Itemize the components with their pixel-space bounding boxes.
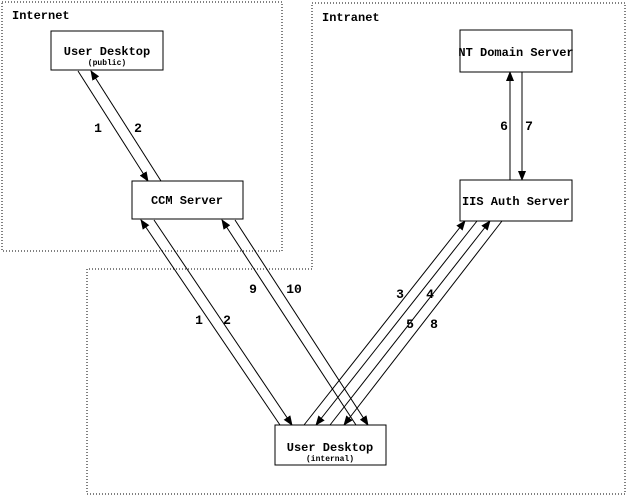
edge-label-2-bottom: 2 (223, 313, 231, 328)
node-iis-auth-server-box (459, 179, 573, 222)
edge-4-iis-to-internal-desktop (315, 220, 478, 426)
edge-label-7: 7 (525, 119, 533, 134)
edge-9-internal-desktop-to-ccm (221, 219, 357, 426)
node-user-desktop-internal-title: User Desktop (287, 441, 373, 455)
edge-8-iis-to-internal-desktop (343, 220, 503, 426)
node-user-desktop-internal: User Desktop (internal) (274, 424, 387, 466)
edge-5-internal-desktop-to-iis (329, 220, 491, 426)
node-iis-auth-server: IIS Auth Server (459, 179, 573, 222)
edge-label-1-bottom: 1 (195, 313, 203, 328)
node-user-desktop-public-box (50, 30, 164, 71)
edge-label-10: 10 (286, 282, 302, 297)
edge-1-public-desktop-to-ccm (77, 70, 149, 182)
edge-label-6: 6 (500, 119, 508, 134)
node-nt-domain-server-title: NT Domain Server (458, 46, 573, 60)
node-user-desktop-public: User Desktop (public) (50, 30, 164, 71)
node-nt-domain-server: NT Domain Server (458, 29, 574, 73)
edge-label-1-top: 1 (94, 121, 102, 136)
intranet-zone-label: Intranet (322, 11, 380, 25)
edge-label-2-top: 2 (134, 121, 142, 136)
node-user-desktop-internal-subtitle: (internal) (306, 455, 354, 464)
edge-2-ccm-to-internal-desktop (153, 219, 293, 426)
node-user-desktop-public-subtitle: (public) (88, 59, 126, 68)
node-ccm-server-box (131, 180, 244, 220)
node-user-desktop-internal-box (274, 424, 387, 466)
internet-zone-label: Internet (12, 9, 70, 23)
edge-3-internal-desktop-to-iis (303, 220, 466, 426)
node-iis-auth-server-title: IIS Auth Server (462, 195, 570, 209)
node-nt-domain-server-box (459, 29, 573, 73)
edge-label-4: 4 (426, 287, 434, 302)
edge-label-9: 9 (249, 282, 257, 297)
edge-2-ccm-to-public-desktop (90, 70, 162, 182)
edge-10-ccm-to-internal-desktop (234, 219, 369, 426)
node-user-desktop-public-title: User Desktop (64, 45, 150, 59)
node-ccm-server-title: CCM Server (151, 194, 223, 208)
edge-label-5: 5 (406, 317, 414, 332)
intranet-zone-outline (86, 2, 626, 495)
edge-label-8: 8 (430, 317, 438, 332)
internet-zone-outline (1, 1, 283, 252)
edge-label-3: 3 (396, 287, 404, 302)
node-ccm-server: CCM Server (131, 180, 244, 220)
edge-1-internal-desktop-to-ccm (140, 219, 281, 426)
